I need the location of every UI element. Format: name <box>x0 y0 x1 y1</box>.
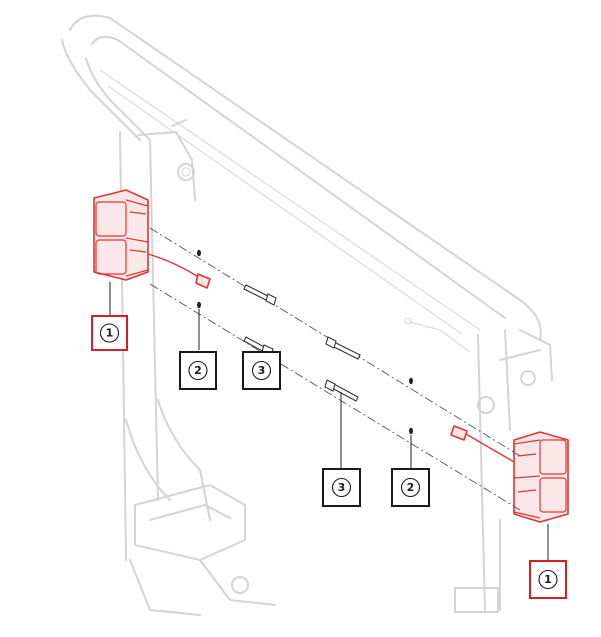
callout-3-left: 3 <box>242 351 281 390</box>
washers <box>197 249 413 435</box>
callout-label: 3 <box>338 481 346 494</box>
callout-label: 2 <box>407 481 415 494</box>
lamp-connector-right <box>450 425 468 441</box>
leader-lines <box>109 282 549 560</box>
callout-3-right: 3 <box>322 468 361 507</box>
callout-1-left: 1 <box>91 315 128 351</box>
callout-label: 1 <box>544 573 552 586</box>
rollbar-frame <box>61 14 553 616</box>
callout-label: 3 <box>258 364 266 377</box>
lamp-wire-left <box>147 253 201 279</box>
lamp-connector-left <box>195 273 211 289</box>
tail-lamp-left <box>93 189 149 281</box>
callout-2-right: 2 <box>391 468 430 507</box>
callout-label: 2 <box>194 364 202 377</box>
callout-label: 1 <box>106 327 114 340</box>
callout-2-left: 2 <box>179 351 217 390</box>
lamp-wire-right <box>465 433 515 463</box>
callout-1-right: 1 <box>529 560 567 599</box>
tail-lamp-right <box>513 431 569 523</box>
